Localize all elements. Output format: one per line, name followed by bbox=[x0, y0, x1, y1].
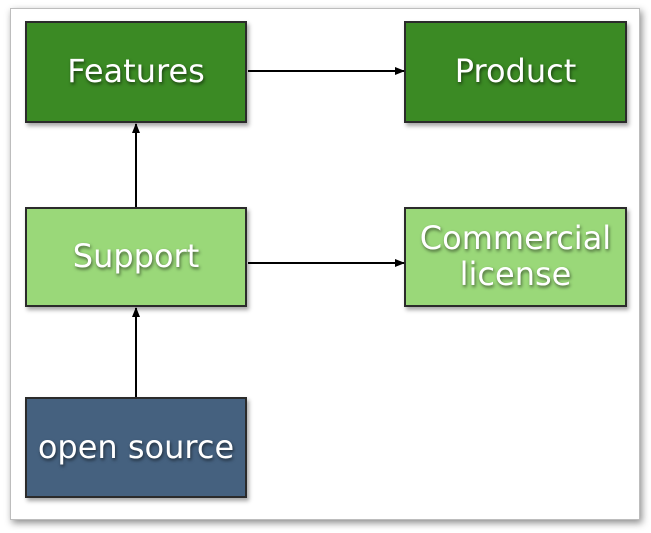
node-product-label: Product bbox=[454, 52, 577, 91]
node-support-label: Support bbox=[72, 237, 200, 276]
node-commercial-license: Commercial license bbox=[404, 207, 627, 307]
node-commercial-license-label: Commercial license bbox=[419, 219, 612, 293]
node-open-source: open source bbox=[25, 397, 247, 498]
node-product: Product bbox=[404, 21, 627, 123]
node-features: Features bbox=[25, 21, 247, 123]
node-features-label: Features bbox=[67, 52, 205, 91]
node-open-source-label: open source bbox=[37, 427, 235, 466]
node-support: Support bbox=[25, 207, 247, 307]
